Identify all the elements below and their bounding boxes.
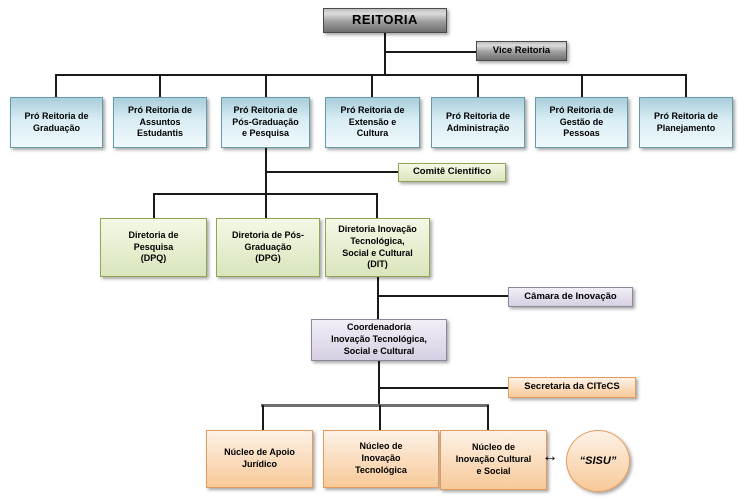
connector-comite-branch <box>265 171 398 173</box>
org-box-pro-reitoria-planejamento: Pró Reitoria de Planejamento <box>639 97 733 148</box>
org-box-diretoria-inovacao-dit: Diretoria Inovação Tecnológica, Social e… <box>325 218 430 277</box>
connector-secretaria-branch <box>378 387 508 389</box>
connector-drop <box>487 405 489 430</box>
org-box-label: Pró Reitoria de Extensão e Cultura <box>340 104 405 139</box>
org-box-label: REITORIA <box>352 12 418 28</box>
connector-nucleos-bus <box>261 404 489 407</box>
org-box-label: Diretoria de Pesquisa (DPQ) <box>128 229 179 264</box>
connector-drop <box>153 193 155 218</box>
connector-drop <box>376 193 378 218</box>
org-box-label: Comitê Cientifico <box>412 166 492 178</box>
connector-drop <box>477 74 479 97</box>
org-box-pro-reitoria-administracao: Pró Reitoria de Administração <box>431 97 525 148</box>
org-box-pro-reitoria-pos-graduacao-pesquisa: Pró Reitoria de Pós-Graduação e Pesquisa <box>221 97 310 148</box>
org-box-comite-cientifico: Comitê Cientifico <box>398 163 506 182</box>
org-box-reitoria: REITORIA <box>323 8 447 33</box>
connector-drop <box>371 74 373 97</box>
connector-drop <box>379 405 381 430</box>
org-box-nucleo-apoio-juridico: Núcleo de Apoio Jurídico <box>206 430 313 488</box>
connector-dit-down <box>377 277 379 319</box>
connector-reitoria-down <box>384 33 386 74</box>
connector-drop <box>159 74 161 97</box>
org-box-pro-reitoria-graduacao: Pró Reitoria de Graduação <box>10 97 103 148</box>
org-box-label: Diretoria de Pós- Graduação (DPG) <box>231 229 305 264</box>
connector-posgrad-down <box>265 148 267 218</box>
org-box-camara-inovacao: Câmara de Inovação <box>508 287 633 307</box>
org-box-label: Pró Reitoria de Gestão de Pessoas <box>549 104 614 139</box>
org-box-label: Pró Reitoria de Assuntos Estudantis <box>127 104 192 139</box>
org-box-vice-reitoria: Vice Reitoria <box>476 41 567 61</box>
org-box-pro-reitoria-assuntos-estudantis: Pró Reitoria de Assuntos Estudantis <box>113 97 207 148</box>
org-box-pro-reitoria-gestao-pessoas: Pró Reitoria de Gestão de Pessoas <box>535 97 628 148</box>
connector-vice-branch <box>384 51 476 53</box>
org-box-label: Núcleo de Apoio Jurídico <box>224 447 295 469</box>
org-box-label: Câmara de Inovação <box>524 290 617 302</box>
org-box-label: Diretoria Inovação Tecnológica, Social e… <box>338 224 417 270</box>
org-box-label: Pró Reitoria de Planejamento <box>653 110 718 133</box>
org-box-nucleo-inovacao-cultural-social: Núcleo de Inovação Cultural e Social <box>440 430 547 490</box>
connector-drop <box>685 74 687 97</box>
org-box-coordenadoria-inovacao: Coordenadoria Inovação Tecnológica, Soci… <box>311 319 447 361</box>
org-circle-sisu: “SISU” <box>566 430 630 492</box>
connector-drop <box>262 405 264 430</box>
org-box-secretaria-citecs: Secretaria da CITeCS <box>508 377 636 398</box>
org-box-label: Coordenadoria Inovação Tecnológica, Soci… <box>331 322 427 356</box>
org-box-diretoria-pos-graduacao-dpg: Diretoria de Pós- Graduação (DPG) <box>216 218 320 277</box>
connector-drop <box>265 74 267 97</box>
connector-drop <box>581 74 583 97</box>
org-box-label: “SISU” <box>579 454 617 467</box>
org-box-label: Núcleo de Inovação Cultural e Social <box>455 442 532 476</box>
org-box-label: Secretaria da CITeCS <box>524 381 620 393</box>
connector-camara-branch <box>377 295 508 297</box>
org-box-label: Vice Reitoria <box>492 44 551 56</box>
org-box-label: Pró Reitoria de Administração <box>445 110 510 133</box>
org-box-diretoria-pesquisa-dpq: Diretoria de Pesquisa (DPQ) <box>100 218 207 277</box>
org-box-label: Pró Reitoria de Pós-Graduação e Pesquisa <box>232 104 299 139</box>
org-box-label: Núcleo de Inovação Tecnológica <box>355 441 407 475</box>
connector-drop <box>55 74 57 97</box>
connector-coordenadoria-down <box>378 361 380 405</box>
org-box-pro-reitoria-extensao-cultura: Pró Reitoria de Extensão e Cultura <box>325 97 420 148</box>
org-box-nucleo-inovacao-tecnologica: Núcleo de Inovação Tecnológica <box>323 430 439 488</box>
connector-diretorias-bus <box>153 193 378 195</box>
org-box-label: Pró Reitoria de Graduação <box>24 110 89 133</box>
double-arrow-icon: ↔ <box>542 448 558 465</box>
